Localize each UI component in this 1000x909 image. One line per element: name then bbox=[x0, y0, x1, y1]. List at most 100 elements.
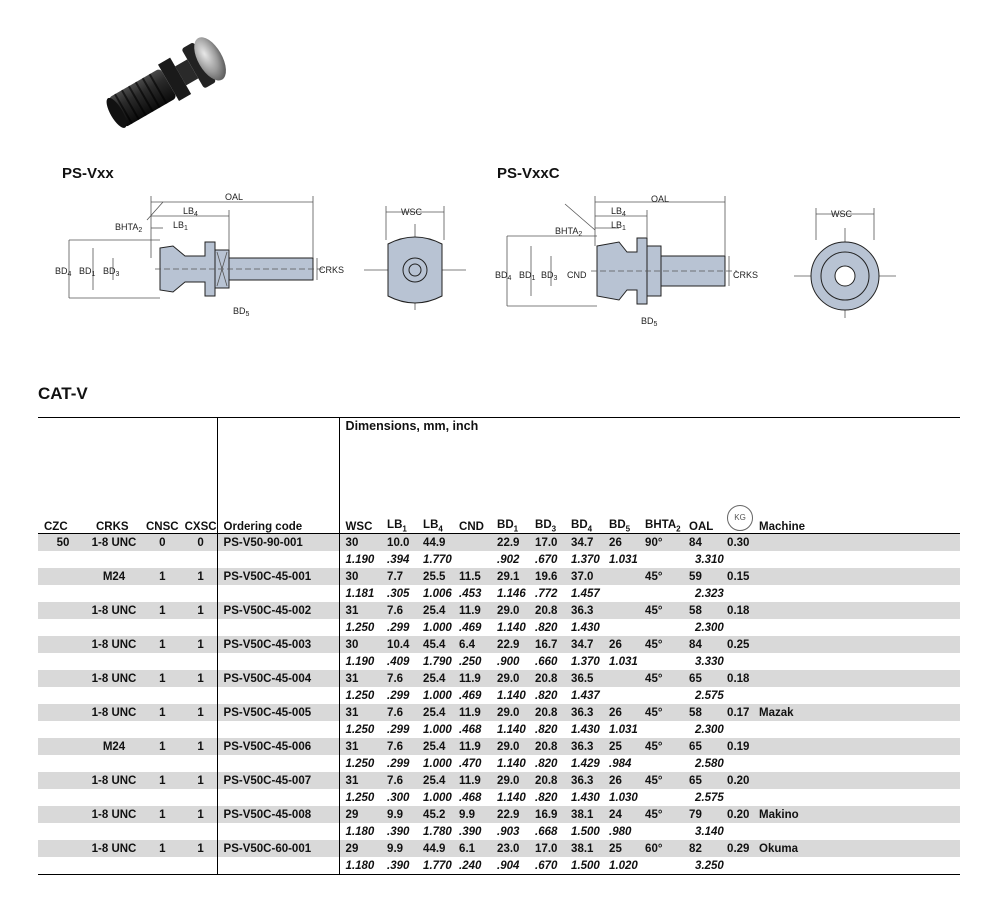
col-crks: CRKS bbox=[82, 505, 140, 534]
cell-inch-oal: 2.300 bbox=[683, 619, 960, 636]
cell-mm-bd1: 29.0 bbox=[491, 738, 530, 755]
col-kg: KG bbox=[721, 505, 754, 534]
cell-ordering-code: PS-V50C-45-008 bbox=[216, 806, 340, 823]
cell-mm-lb4: 25.4 bbox=[417, 772, 454, 789]
cell-czc bbox=[38, 568, 82, 585]
cell-machine: Makino bbox=[753, 806, 960, 823]
cell-machine bbox=[753, 670, 960, 687]
cell-blank bbox=[38, 823, 218, 840]
cell-mm-lb4: 45.2 bbox=[417, 806, 454, 823]
cell-ordering-code: PS-V50C-45-004 bbox=[216, 670, 340, 687]
cell-inch-cnd: .468 bbox=[453, 721, 492, 738]
cell-inch-lb1: .299 bbox=[381, 755, 418, 772]
col-cxsc: CXSC bbox=[178, 505, 218, 534]
cell-blank bbox=[38, 653, 218, 670]
cell-mm-bd3: 19.6 bbox=[529, 568, 566, 585]
cell-crks: 1-8 UNC bbox=[82, 602, 140, 619]
cell-mm-bd3: 17.0 bbox=[529, 533, 566, 551]
svg-text:BD4: BD4 bbox=[55, 266, 72, 278]
cell-inch-wsc: 1.250 bbox=[338, 789, 382, 806]
cell-inch-bd3: .660 bbox=[529, 653, 566, 670]
col-bhta: BHTA2 bbox=[639, 505, 684, 534]
col-wsc: WSC bbox=[338, 505, 382, 534]
cell-cnsc: 1 bbox=[140, 602, 179, 619]
cell-cnsc: 1 bbox=[140, 840, 179, 857]
cell-mm-oal: 65 bbox=[683, 772, 722, 789]
cell-crks: 1-8 UNC bbox=[82, 840, 140, 857]
cell-inch-bd4: 1.370 bbox=[565, 551, 604, 568]
svg-text:BHTA2: BHTA2 bbox=[555, 226, 582, 238]
cell-mm-lb1: 7.6 bbox=[381, 738, 418, 755]
cell-inch-bd3: .820 bbox=[529, 789, 566, 806]
cell-inch-lb4: 1.780 bbox=[417, 823, 454, 840]
cell-mm-wsc: 31 bbox=[338, 670, 382, 687]
cell-mm-lb1: 7.6 bbox=[381, 602, 418, 619]
cell-mm-oal: 65 bbox=[683, 670, 722, 687]
cell-mm-bd5: 24 bbox=[603, 806, 640, 823]
cell-mm-lb4: 25.4 bbox=[417, 670, 454, 687]
cell-blank bbox=[38, 687, 218, 704]
kg-icon: KG bbox=[727, 505, 754, 531]
cell-mm-lb4: 45.4 bbox=[417, 636, 454, 653]
cell-inch-wsc: 1.250 bbox=[338, 755, 382, 772]
cell-ordering-code: PS-V50C-60-001 bbox=[216, 840, 340, 857]
cell-inch-lb1: .299 bbox=[381, 619, 418, 636]
cell-inch-wsc: 1.180 bbox=[338, 823, 382, 840]
model-title-right: PS-VxxC bbox=[497, 165, 560, 182]
cell-cxsc: 0 bbox=[178, 533, 218, 551]
cell-mm-cnd: 11.9 bbox=[453, 704, 492, 721]
cell-mm-oal: 65 bbox=[683, 738, 722, 755]
cell-blank bbox=[639, 653, 684, 670]
cell-inch-lb1: .390 bbox=[381, 823, 418, 840]
col-czc: CZC bbox=[38, 505, 82, 534]
drawing-ps-vxx-end: WSC bbox=[364, 206, 466, 310]
cell-mm-bhta: 45° bbox=[639, 568, 684, 585]
cell-mm-lb4: 25.4 bbox=[417, 602, 454, 619]
cell-crks: M24 bbox=[82, 568, 140, 585]
cell-mm-bd5: 25 bbox=[603, 840, 640, 857]
cell-inch-oal: 2.300 bbox=[683, 721, 960, 738]
cell-inch-cnd: .470 bbox=[453, 755, 492, 772]
cell-inch-wsc: 1.180 bbox=[338, 857, 382, 875]
cell-mm-oal: 84 bbox=[683, 533, 722, 551]
cell-czc bbox=[38, 772, 82, 789]
cell-inch-bd5: 1.031 bbox=[603, 551, 640, 568]
cell-mm-wsc: 31 bbox=[338, 772, 382, 789]
cell-inch-lb1: .390 bbox=[381, 857, 418, 875]
cell-blank bbox=[216, 789, 340, 806]
cell-inch-cnd: .469 bbox=[453, 687, 492, 704]
cell-mm-kg: 0.30 bbox=[721, 533, 754, 551]
drawing-ps-vxx-side: OAL LB4 LB1 BHTA2 BD4 BD1 BD3 BD5 CRKS bbox=[55, 192, 344, 318]
cell-mm-wsc: 31 bbox=[338, 704, 382, 721]
col-lb4: LB4 bbox=[417, 505, 454, 534]
svg-text:BD4: BD4 bbox=[495, 270, 512, 282]
cell-inch-bd1: .900 bbox=[491, 653, 530, 670]
svg-text:BHTA2: BHTA2 bbox=[115, 222, 142, 234]
cell-inch-bd5: 1.030 bbox=[603, 789, 640, 806]
label-bd3: BD bbox=[103, 266, 116, 276]
cell-cxsc: 1 bbox=[178, 806, 218, 823]
cell-mm-bhta: 90° bbox=[639, 533, 684, 551]
col-bd4: BD4 bbox=[565, 505, 604, 534]
cell-inch-bd5 bbox=[603, 619, 640, 636]
cell-cxsc: 1 bbox=[178, 738, 218, 755]
cell-inch-bd1: 1.140 bbox=[491, 721, 530, 738]
cell-mm-bd3: 16.9 bbox=[529, 806, 566, 823]
svg-text:BD5: BD5 bbox=[233, 306, 250, 318]
svg-text:BD3: BD3 bbox=[541, 270, 558, 282]
cell-machine bbox=[753, 738, 960, 755]
cell-inch-lb1: .299 bbox=[381, 721, 418, 738]
cell-inch-bd4: 1.430 bbox=[565, 789, 604, 806]
cell-mm-cnd: 11.9 bbox=[453, 670, 492, 687]
cell-inch-lb4: 1.000 bbox=[417, 721, 454, 738]
cell-inch-bd4: 1.500 bbox=[565, 823, 604, 840]
cell-inch-lb4: 1.770 bbox=[417, 551, 454, 568]
cell-mm-bd4: 38.1 bbox=[565, 840, 604, 857]
label-oal: OAL bbox=[225, 192, 243, 202]
